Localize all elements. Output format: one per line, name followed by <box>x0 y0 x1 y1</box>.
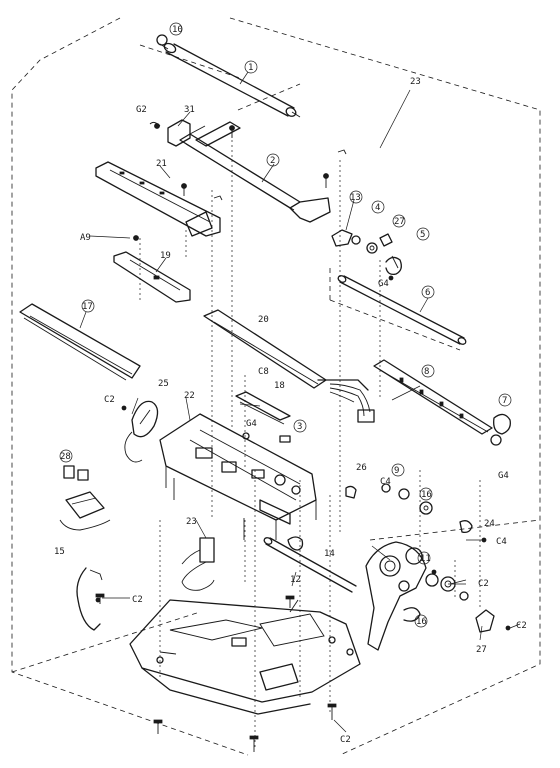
label-12: 12 <box>290 575 301 585</box>
label-c2-bottom: C2 <box>340 735 351 745</box>
guide-bar-2 <box>179 121 331 223</box>
leader-lines <box>79 71 521 733</box>
label-27-bottom: 27 <box>476 645 487 655</box>
small-parts-13-4-27-5 <box>331 229 402 281</box>
label-15: 15 <box>54 547 65 557</box>
label-7: 7 <box>502 396 507 406</box>
label-1: 1 <box>248 63 253 73</box>
label-16-mid: 16 <box>421 490 432 500</box>
label-23-switch: 23 <box>186 517 197 527</box>
plate-21 <box>95 161 221 237</box>
rail-20 <box>203 309 375 423</box>
label-8: 8 <box>424 367 429 377</box>
rod-6 <box>337 275 467 345</box>
label-6: 6 <box>425 288 430 298</box>
gears-9-16-26 <box>345 483 487 543</box>
board-28 <box>63 465 105 519</box>
label-18: 18 <box>274 381 285 391</box>
label-24: 24 <box>484 519 495 529</box>
label-g4-mid: G4 <box>246 419 257 429</box>
rail-8 <box>373 359 493 435</box>
label-c8: C8 <box>258 367 269 377</box>
label-28: 28 <box>60 452 71 462</box>
label-11: 11 <box>420 554 431 564</box>
shaft-12 <box>263 536 357 593</box>
label-20: 20 <box>258 315 269 325</box>
label-g4-top: G4 <box>378 279 389 289</box>
label-c2-cable: C2 <box>132 595 143 605</box>
label-5: 5 <box>420 230 425 240</box>
label-31: 31 <box>184 105 195 115</box>
label-23: 23 <box>410 77 421 87</box>
base-cover <box>129 599 361 715</box>
gear-plate-11 <box>365 541 469 651</box>
label-16: 16 <box>416 617 427 627</box>
label-10: 10 <box>172 25 183 35</box>
label-3: 3 <box>297 422 302 432</box>
roller-1 <box>159 42 301 118</box>
label-21: 21 <box>156 159 167 169</box>
cable-3 <box>59 519 111 531</box>
alignment-lines <box>139 130 481 750</box>
cable-15 <box>76 567 103 631</box>
label-9: 9 <box>394 466 399 476</box>
label-4: 4 <box>375 203 380 213</box>
base-screws <box>95 593 337 752</box>
plate-18 <box>235 391 291 425</box>
label-25: 25 <box>158 379 169 389</box>
screw-a9-icon <box>133 235 139 241</box>
main-frame-22 <box>159 413 317 540</box>
switch-23 <box>181 537 215 591</box>
label-13: 13 <box>350 193 361 203</box>
clip-10-icon <box>156 34 168 46</box>
part-labels: 10 1 23 G2 31 2 21 13 4 27 5 A9 19 G4 6 … <box>54 25 527 745</box>
label-c2-right: C2 <box>478 579 489 589</box>
rail-17 <box>19 303 141 381</box>
motor-25 <box>121 400 159 463</box>
label-c2-bracket: C2 <box>516 621 527 631</box>
screws-top <box>181 125 347 201</box>
bracket-27 <box>475 609 511 633</box>
label-26: 26 <box>356 463 367 473</box>
label-c4-mid: C4 <box>380 477 391 487</box>
label-circles <box>59 22 512 628</box>
label-c4-right: C4 <box>496 537 507 547</box>
label-c2-left: C2 <box>104 395 115 405</box>
label-19: 19 <box>160 251 171 261</box>
screw-g2-icon <box>154 123 160 129</box>
assembly-boundary <box>11 17 541 756</box>
label-22: 22 <box>184 391 195 401</box>
label-27: 27 <box>394 217 405 227</box>
bracket-19 <box>113 251 191 303</box>
label-17: 17 <box>82 302 93 312</box>
bracket-31 <box>149 119 191 147</box>
label-2: 2 <box>270 156 275 166</box>
bushing-7 <box>490 413 511 446</box>
label-g4-right: G4 <box>498 471 509 481</box>
label-g2: G2 <box>136 105 147 115</box>
label-a9: A9 <box>80 233 91 243</box>
label-14: 14 <box>324 549 335 559</box>
